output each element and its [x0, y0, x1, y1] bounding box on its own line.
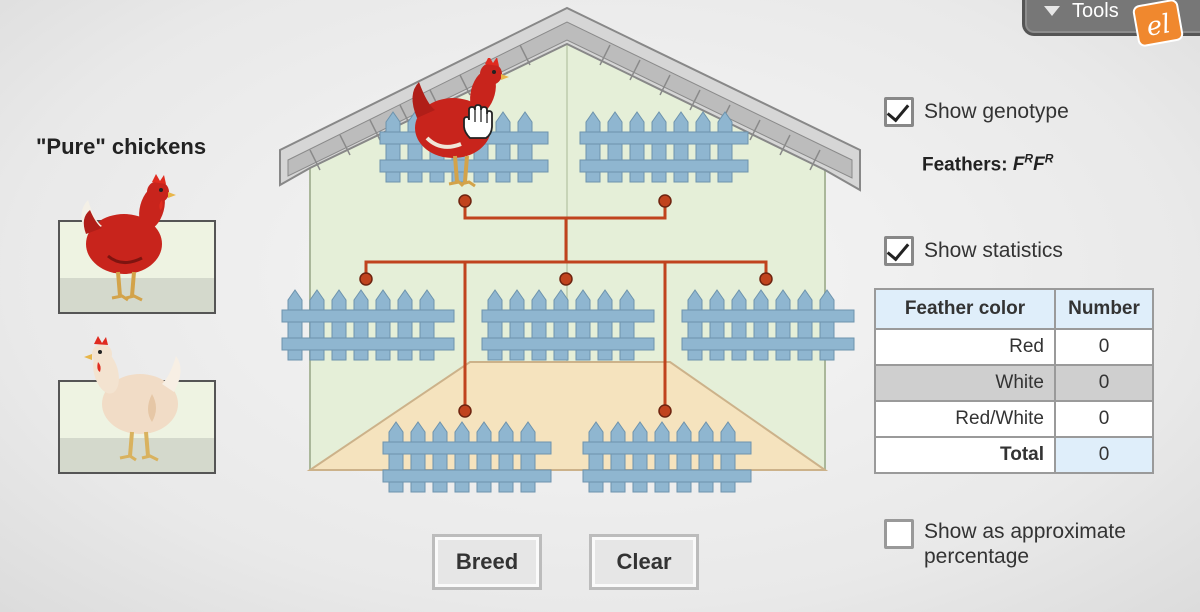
- tools-label[interactable]: Tools: [1072, 0, 1119, 22]
- table-header: Feather color Number: [874, 288, 1154, 330]
- row-value: 0: [1054, 436, 1154, 474]
- row-value: 0: [1054, 328, 1154, 366]
- row-label: Red/White: [874, 400, 1056, 438]
- row-label: White: [874, 364, 1056, 402]
- explorelearning-logo: el: [1132, 0, 1184, 47]
- statistics-table: Feather color Number Red 0 White 0 Red/W…: [874, 288, 1154, 474]
- white-chicken-icon[interactable]: [82, 330, 192, 470]
- svg-text:el: el: [1144, 9, 1173, 43]
- table-row: Red 0: [874, 328, 1154, 366]
- offspring-pen-5[interactable]: [581, 418, 756, 498]
- pure-chickens-title: "Pure" chickens: [36, 134, 207, 159]
- show-genotype-label[interactable]: Show genotype: [924, 100, 1069, 123]
- header-number: Number: [1054, 288, 1154, 330]
- show-statistics-checkbox[interactable]: [884, 236, 914, 266]
- dropdown-arrow-icon[interactable]: [1044, 6, 1060, 16]
- feathers-label: Feathers:: [922, 154, 1008, 176]
- show-genotype-checkbox[interactable]: [884, 97, 914, 127]
- row-value: 0: [1054, 364, 1154, 402]
- row-label: Total: [874, 436, 1056, 474]
- row-label: Red: [874, 328, 1056, 366]
- offspring-pen-4[interactable]: [381, 418, 556, 498]
- parent-pen-right[interactable]: [578, 108, 753, 188]
- offspring-pen-1[interactable]: [280, 286, 458, 366]
- feathers-genotype: Feathers: FRFR: [922, 152, 1053, 176]
- show-percentage-label[interactable]: Show as approximate percentage: [924, 520, 1126, 568]
- checkmark-icon: [886, 237, 910, 262]
- hand-cursor-icon: [463, 104, 493, 139]
- red-chicken-icon[interactable]: [72, 172, 182, 312]
- table-row-total: Total 0: [874, 436, 1154, 474]
- offspring-pen-2[interactable]: [480, 286, 658, 366]
- show-percentage-checkbox[interactable]: [884, 519, 914, 549]
- header-feather-color: Feather color: [874, 288, 1056, 330]
- breed-button[interactable]: Breed: [432, 534, 542, 590]
- offspring-pen-3[interactable]: [680, 286, 858, 366]
- show-statistics-label[interactable]: Show statistics: [924, 239, 1063, 262]
- clear-button[interactable]: Clear: [589, 534, 699, 590]
- table-row: White 0: [874, 364, 1154, 402]
- genotype-value: FRFR: [1012, 152, 1054, 176]
- row-value: 0: [1054, 400, 1154, 438]
- checkmark-icon: [886, 98, 910, 123]
- table-row: Red/White 0: [874, 400, 1154, 438]
